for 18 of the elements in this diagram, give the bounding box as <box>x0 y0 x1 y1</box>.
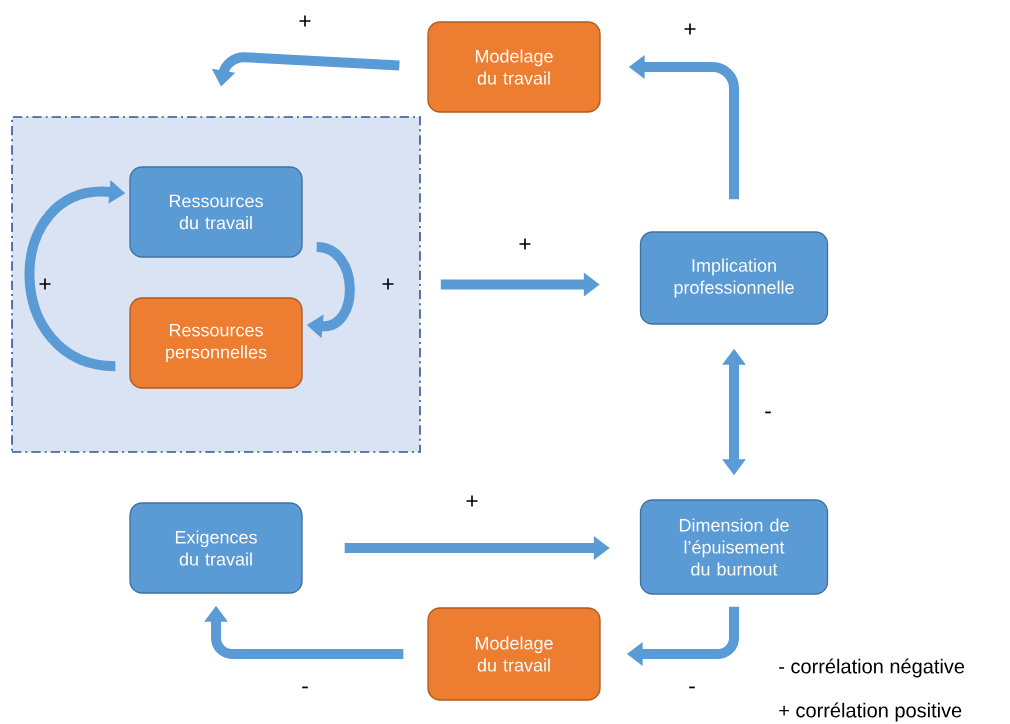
process-box: Dimension de l’épuisement du burnout <box>639 499 829 595</box>
process-box: Exigences du travail <box>129 502 303 594</box>
edge-label: + <box>466 495 478 507</box>
edge-label: + <box>519 238 531 250</box>
note-text: + corrélation positive <box>779 702 962 722</box>
edge-label: + <box>39 278 51 290</box>
edge-label: - <box>765 411 771 414</box>
edge-label: - <box>302 686 308 689</box>
edge-label: + <box>382 278 394 290</box>
edge-label: - <box>689 686 695 689</box>
process-box: Implication professionnelle <box>639 231 829 325</box>
process-box: Ressources personnelles <box>129 297 303 389</box>
process-box: Ressources du travail <box>129 166 303 258</box>
note-text: - corrélation négative <box>779 658 965 678</box>
edge-label: + <box>299 15 311 27</box>
edge-label: + <box>684 23 696 35</box>
process-box: Modelage du travail <box>427 21 601 113</box>
process-box: Modelage du travail <box>427 607 601 701</box>
